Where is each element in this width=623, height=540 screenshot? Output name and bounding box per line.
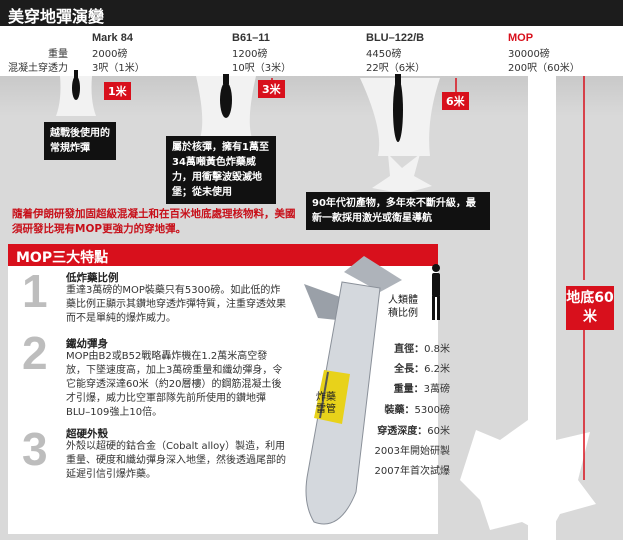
bomb-weight-blu: 4450磅 xyxy=(366,49,402,60)
spec-penetration-label: 穿透深度： xyxy=(377,426,428,437)
mop-features-panel: MOP三大特點 1 低炸藥比例 重達3萬磅的MOP裝藥只有5300磅。如此低的炸… xyxy=(8,244,440,534)
crater-illustrations xyxy=(56,70,596,536)
penetration-label: 混凝土穿透力 xyxy=(8,63,68,74)
ground-surface xyxy=(0,76,623,116)
bomb-name-mop: MOP xyxy=(508,32,534,44)
feature-number-1: 1 xyxy=(22,265,48,317)
spec-weight-value: 3萬磅 xyxy=(423,384,450,395)
spec-diameter-value: 0.8米 xyxy=(424,344,450,355)
bomb-name-blu: BLU–122/B xyxy=(366,32,425,44)
fuse-label: 炸藥雷管 xyxy=(316,392,336,415)
bomb-blu-icon xyxy=(360,74,457,156)
human-scale-label: 人類體積比例 xyxy=(388,295,418,319)
spec-charge: 裝藥：5300磅 xyxy=(360,401,450,416)
depth-tag-b61: 3米 xyxy=(258,80,285,98)
caption-mark84: 越戰後使用的常規炸彈 xyxy=(44,122,116,160)
bomb-b61-icon xyxy=(196,74,273,138)
spec-length-value: 6.2米 xyxy=(424,364,450,375)
spec-length-label: 全長： xyxy=(394,364,425,375)
stats-band xyxy=(0,26,623,76)
mop-bomb-illustration xyxy=(304,256,402,525)
spec-penetration: 穿透深度：60米 xyxy=(346,422,450,437)
page-title: 美穿地彈演變 xyxy=(8,7,105,26)
depth-tag-mark84: 1米 xyxy=(104,82,131,100)
feature-body-1: 重達3萬磅的MOP裝藥只有5300磅。如此低的炸藥比例正顯示其鑽地穿透炸彈特質，… xyxy=(66,285,286,324)
spec-length: 全長：6.2米 xyxy=(360,360,450,375)
feature-title-3: 超硬外殼 xyxy=(66,428,108,440)
feature-body-2: MOP由B2或B52戰略轟炸機在1.2萬米高空發放，下墜速度高，加上3萬磅重量和… xyxy=(66,351,283,418)
title-bar: 美穿地彈演變 xyxy=(0,0,623,26)
mop-shaft xyxy=(528,76,556,540)
spec-penetration-value: 60米 xyxy=(427,426,450,437)
year-test: 2007年首次試爆 xyxy=(374,466,450,477)
crater-blu xyxy=(372,154,432,212)
bomb-penetration-blu: 22呎（6米） xyxy=(366,63,426,74)
feature-number-2: 2 xyxy=(22,327,48,379)
note-text: 隨着伊朗研發加固超級混凝土和在百米地底處理核物料，美國須研發比現有MOP更強力的… xyxy=(12,208,296,235)
panel-header: MOP三大特點 xyxy=(8,244,438,266)
feature-title-2: 鐵幼彈身 xyxy=(66,338,108,350)
bomb-mark84-icon xyxy=(56,70,96,116)
bomb-penetration-b61: 10呎（3米） xyxy=(232,63,292,74)
bomb-name-b61: B61–11 xyxy=(232,32,270,44)
feature-body-3: 外殼以超硬的鈷合金（Cobalt alloy）製造，利用重量、硬度和纖幼彈身深入… xyxy=(66,441,286,480)
bomb-penetration-mark84: 3呎（1米） xyxy=(92,63,145,74)
bomb-weight-b61: 1200磅 xyxy=(232,49,268,60)
spec-weight-label: 重量： xyxy=(393,384,424,395)
feature-title-1: 低炸藥比例 xyxy=(66,272,119,284)
bomb-penetration-mop: 200呎（60米） xyxy=(508,63,580,74)
caption-blu: 90年代初產物，多年來不斷升級，最新一款採用激光或衛星導航 xyxy=(306,192,490,230)
human-scale-icon xyxy=(432,264,440,320)
year-development: 2003年開始研製 xyxy=(374,446,450,457)
bomb-weight-mark84: 2000磅 xyxy=(92,49,128,60)
depth-tag-mop: 地底60米 xyxy=(566,286,614,330)
weight-label: 重量 xyxy=(48,49,68,60)
spec-charge-value: 5300磅 xyxy=(414,405,450,416)
bomb-weight-mop: 30000磅 xyxy=(508,49,550,60)
feature-number-3: 3 xyxy=(22,423,48,475)
spec-charge-label: 裝藥： xyxy=(384,405,415,416)
panel-title: MOP三大特點 xyxy=(16,250,109,266)
depth-tag-blu: 6米 xyxy=(442,92,469,110)
spec-diameter: 直徑：0.8米 xyxy=(360,340,450,355)
spec-weight: 重量：3萬磅 xyxy=(360,380,450,395)
caption-b61: 屬於核彈，擁有1萬至34萬噸黃色炸藥威力，用衝擊波毀滅地堡；從未使用 xyxy=(166,136,276,204)
spec-diameter-label: 直徑： xyxy=(394,344,425,355)
bomb-name-mark84: Mark 84 xyxy=(92,32,133,44)
